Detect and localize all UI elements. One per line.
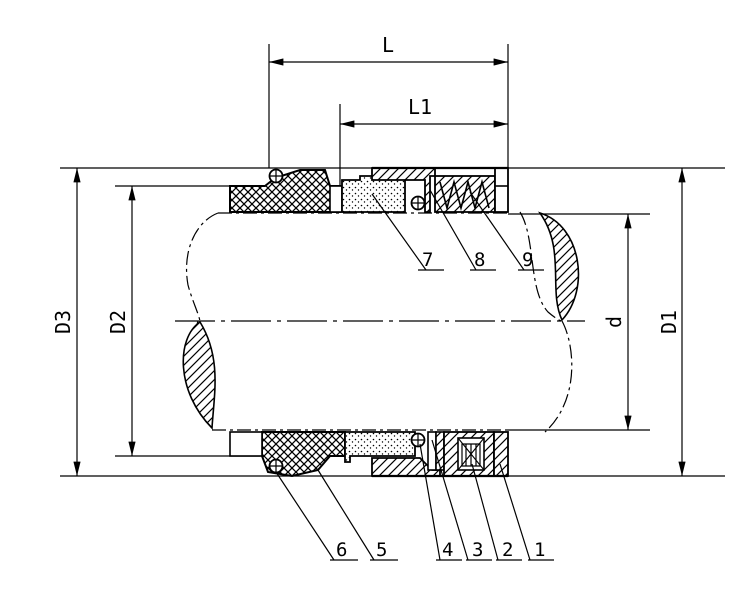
dimension-D2: D2 [106, 186, 136, 456]
svg-text:2: 2 [502, 539, 513, 561]
upper-seal-assembly [229, 166, 509, 213]
leader-3: 3 [431, 439, 492, 561]
leader-5: 5 [317, 469, 398, 561]
leader-2: 2 [471, 463, 522, 561]
svg-text:7: 7 [422, 249, 433, 271]
svg-text:D1: D1 [657, 310, 681, 334]
svg-text:L1: L1 [408, 95, 432, 119]
svg-text:1: 1 [534, 539, 545, 561]
svg-text:8: 8 [474, 249, 485, 271]
dimension-D1: D1 [657, 168, 686, 476]
shaft-break-left [182, 320, 216, 430]
svg-text:D3: D3 [51, 310, 75, 334]
svg-text:5: 5 [376, 539, 387, 561]
shaft-outline [186, 211, 573, 433]
svg-text:9: 9 [522, 249, 533, 271]
leader-8: 8 [429, 189, 496, 271]
leader-9: 9 [469, 191, 544, 271]
svg-text:L: L [382, 33, 394, 57]
svg-text:4: 4 [442, 539, 453, 561]
svg-text:D2: D2 [106, 310, 130, 334]
lower-seal-assembly [229, 431, 509, 478]
svg-text:3: 3 [472, 539, 483, 561]
leader-7: 7 [371, 193, 444, 271]
dimension-d: d [602, 214, 632, 430]
svg-text:d: d [602, 316, 626, 328]
leader-1: 1 [499, 463, 554, 561]
svg-text:6: 6 [336, 539, 347, 561]
leader-4: 4 [419, 443, 462, 561]
dimension-L1: L1 [340, 95, 508, 128]
dimension-L: L [269, 33, 508, 66]
dimension-D3: D3 [51, 168, 81, 476]
leader-6: 6 [275, 471, 358, 561]
extension-lines [268, 44, 509, 188]
shaft-break-right [537, 211, 580, 322]
